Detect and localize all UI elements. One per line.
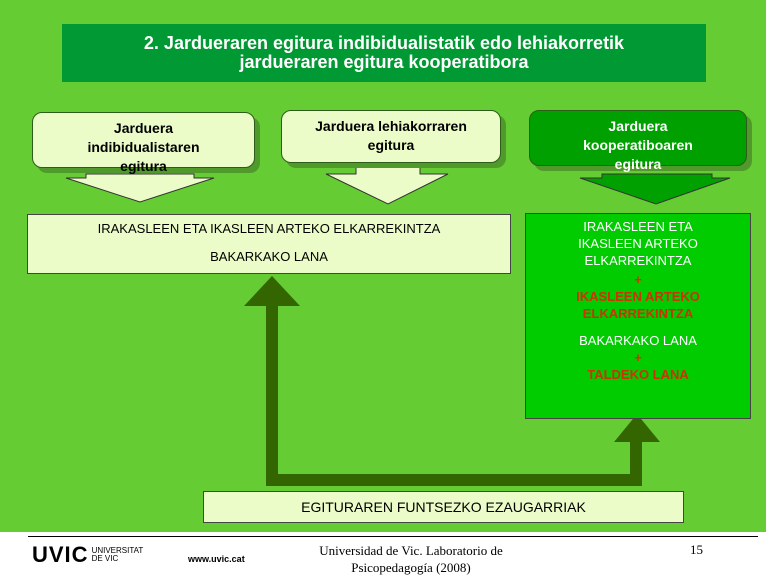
logo-sub-1: UNIVERSITAT	[91, 546, 144, 555]
individualist-structure-box: Jarduera indibidualistaren egitura	[32, 112, 255, 174]
title-line-1: 2. Jardueraren egitura indibidualistatik…	[143, 33, 625, 53]
down-arrow-individualist	[65, 173, 215, 203]
cooperative-label-1: Jarduera	[608, 118, 668, 134]
plus-sign: +	[634, 350, 642, 365]
page-number: 15	[690, 542, 703, 557]
logo-sub-2: DE VIC	[91, 554, 119, 563]
highlight-peer-interaction-1: IKASLEEN ARTEKO	[576, 289, 700, 304]
key-characteristics-label: EGITURAREN FUNTSEZKO EZAUGARRIAK	[301, 499, 586, 515]
cooperative-result-line-4: BAKARKAKO LANA	[579, 333, 697, 348]
traditional-result-line-2: BAKARKAKO LANA	[210, 249, 328, 264]
cooperative-label-3: egitura	[614, 156, 662, 172]
key-characteristics-box: EGITURAREN FUNTSEZKO EZAUGARRIAK	[203, 491, 684, 523]
plus-sign: +	[634, 272, 642, 287]
traditional-result-box: IRAKASLEEN ETA IKASLEEN ARTEKO ELKARREKI…	[27, 214, 511, 274]
footer-divider	[28, 536, 758, 537]
cooperative-structure-box: Jarduera kooperatiboaren egitura	[529, 110, 747, 172]
competitive-structure-box: Jarduera lehiakorraren egitura	[281, 110, 501, 163]
highlight-peer-interaction-2: ELKARREKINTZA	[582, 306, 694, 321]
arrowhead-up-right	[614, 414, 660, 442]
down-arrow-competitive	[325, 163, 449, 205]
highlight-teamwork: TALDEKO LANA	[587, 367, 689, 382]
cooperative-result-line-3: ELKARREKINTZA	[584, 253, 692, 268]
arrowhead-up-left	[244, 276, 300, 306]
individualist-label-3: egitura	[120, 158, 167, 174]
website-link[interactable]: www.uvic.cat	[188, 554, 245, 564]
down-arrow-cooperative	[579, 173, 731, 205]
cooperative-result-box: IRAKASLEEN ETA IKASLEEN ARTEKO ELKARREKI…	[525, 213, 751, 419]
competitive-label-1: Jarduera lehiakorraren	[315, 118, 467, 134]
feedback-loop-arrow	[266, 300, 642, 486]
credit-line-1: Universidad de Vic. Laboratorio de	[319, 543, 503, 558]
cooperative-result-line-2: IKASLEEN ARTEKO	[578, 236, 698, 251]
individualist-label-1: Jarduera	[113, 120, 174, 136]
competitive-label-2: egitura	[367, 137, 415, 153]
title-line-2: jardueraren egitura kooperatibora	[239, 52, 529, 72]
traditional-result-line-1: IRAKASLEEN ETA IKASLEEN ARTEKO ELKARREKI…	[97, 221, 441, 236]
cooperative-label-2: kooperatiboaren	[583, 137, 693, 153]
footer-credit: Universidad de Vic. Laboratorio de Psico…	[286, 542, 536, 576]
credit-line-2: Psicopedagogía (2008)	[351, 560, 471, 575]
cooperative-result-line-1: IRAKASLEEN ETA	[583, 219, 693, 234]
individualist-label-2: indibidualistaren	[87, 139, 200, 155]
logo-letters: UVIC	[32, 542, 89, 567]
logo-subtitle: UNIVERSITAT DE VIC	[92, 547, 144, 563]
slide-title: 2. Jardueraren egitura indibidualistatik…	[62, 24, 706, 82]
uvic-logo: UVIC UNIVERSITAT DE VIC	[32, 542, 144, 567]
